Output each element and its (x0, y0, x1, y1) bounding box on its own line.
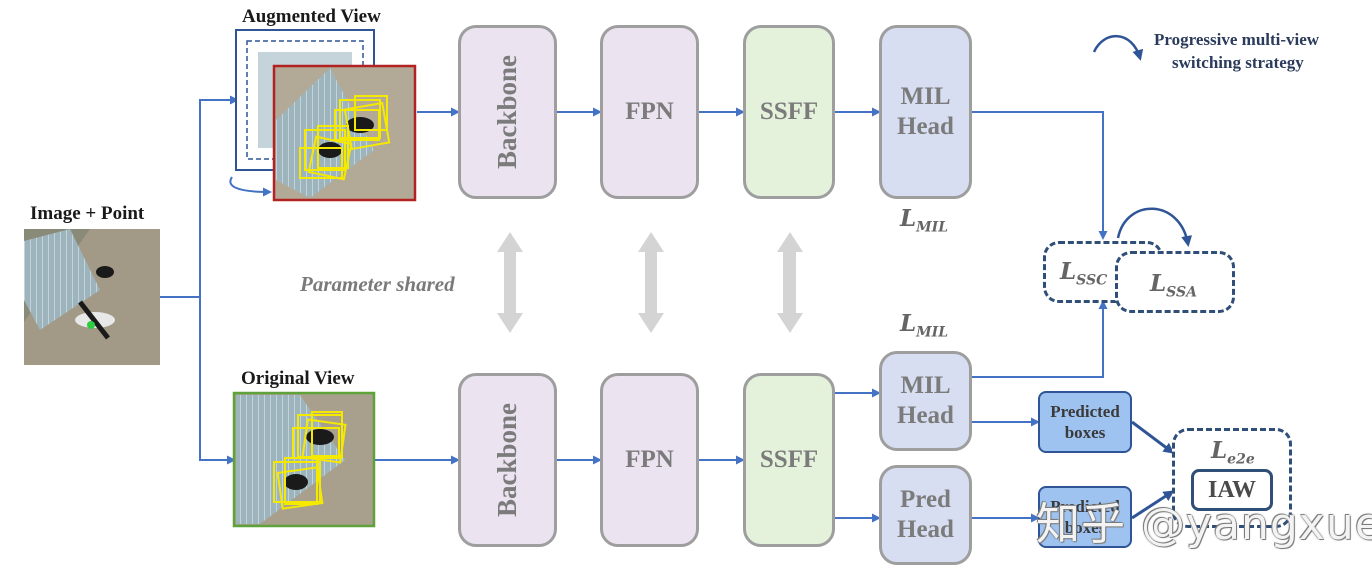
loss-mil-top-sub: MIL (916, 219, 949, 236)
augmented-view-label: Augmented View (242, 6, 381, 27)
mil-head-top-line1: MIL (900, 83, 951, 110)
original-view-image (232, 391, 376, 528)
input-label: Image + Point (30, 203, 145, 224)
loss-mil-bottom: LMIL (900, 310, 948, 341)
predicted-boxes-1: Predicted boxes (1038, 391, 1132, 453)
loss-ssa: LSSA (1150, 270, 1197, 301)
predicted-boxes-1-line1: Predicted (1050, 402, 1120, 421)
ssff-top: SSFF (743, 25, 835, 199)
pred-head: Pred Head (879, 465, 972, 565)
input-to-original-connector (199, 297, 236, 465)
arrow-milhead-to-ssa (972, 300, 1108, 378)
arrow-predicted-to-e2e (1131, 420, 1175, 454)
ssc-to-ssa-curve-arrow (1116, 207, 1193, 247)
mil-head-bottom: MIL Head (879, 351, 972, 451)
backbone-bottom-label: Backbone (492, 402, 523, 518)
legend-strategy-line2: switching strategy (1172, 53, 1304, 72)
loss-ssc-sub: SSC (1076, 272, 1108, 289)
input-image (24, 229, 160, 365)
loss-mil-top: LMIL (900, 205, 948, 236)
mil-head-top: MIL Head (879, 25, 972, 199)
shared-arrow-fpn (638, 232, 664, 333)
backbone-bottom: Backbone (458, 373, 557, 547)
mil-head-bottom-line2: Head (897, 402, 954, 429)
predicted-boxes-2: Predicted boxes (1038, 486, 1132, 548)
loss-ssa-sub: SSA (1166, 284, 1197, 301)
fpn-bottom-label: FPN (625, 446, 674, 473)
backbone-top-label: Backbone (492, 54, 523, 170)
arrow-predicted2-to-e2e (1131, 490, 1175, 520)
fpn-bottom: FPN (600, 373, 699, 547)
loss-e2e-main: L (1211, 437, 1228, 464)
pred-head-line2: Head (897, 516, 954, 543)
legend-curve-arrow-icon (1092, 35, 1144, 61)
fpn-top-label: FPN (625, 98, 674, 125)
input-split-connector (160, 95, 239, 298)
original-view-label: Original View (241, 368, 355, 389)
loss-mil-top-main: L (900, 205, 917, 232)
augment-curve-arrow (229, 176, 272, 197)
predicted-boxes-1-line2: boxes (1064, 423, 1106, 442)
iaw-label: IAW (1207, 476, 1256, 503)
ssff-top-label: SSFF (759, 98, 819, 125)
mil-head-top-line2: Head (897, 113, 954, 140)
loss-ssc: LSSC (1060, 258, 1107, 289)
pred-head-line1: Pred (900, 486, 951, 513)
mil-head-bottom-line1: MIL (900, 372, 951, 399)
predicted-boxes-2-line1: Predicted (1050, 497, 1120, 516)
iaw-box: IAW (1191, 469, 1273, 511)
legend-strategy-line1: Progressive multi-view (1154, 30, 1320, 49)
watermark: 知乎 @yangxue (1036, 499, 1372, 550)
ssff-bottom: SSFF (743, 373, 835, 547)
ssff-bottom-label: SSFF (759, 446, 819, 473)
loss-ssa-box: LSSA (1115, 251, 1235, 313)
loss-mil-bottom-main: L (900, 310, 917, 337)
shared-arrow-ssff (777, 232, 803, 333)
loss-ssc-main: L (1060, 258, 1077, 285)
fpn-top: FPN (600, 25, 699, 199)
parameter-shared-label: Parameter shared (300, 272, 455, 296)
loss-e2e: Le2e (1211, 437, 1255, 468)
backbone-top: Backbone (458, 25, 557, 199)
arrow-head-to-ssc (972, 111, 1108, 240)
shared-arrow-backbone (497, 232, 523, 333)
augmented-view-image (235, 29, 417, 202)
predicted-boxes-2-line2: boxes (1064, 518, 1106, 537)
loss-ssa-main: L (1150, 270, 1167, 297)
loss-mil-bottom-sub: MIL (916, 324, 949, 341)
loss-e2e-box: Le2e IAW (1172, 428, 1292, 528)
loss-e2e-sub: e2e (1227, 451, 1255, 468)
